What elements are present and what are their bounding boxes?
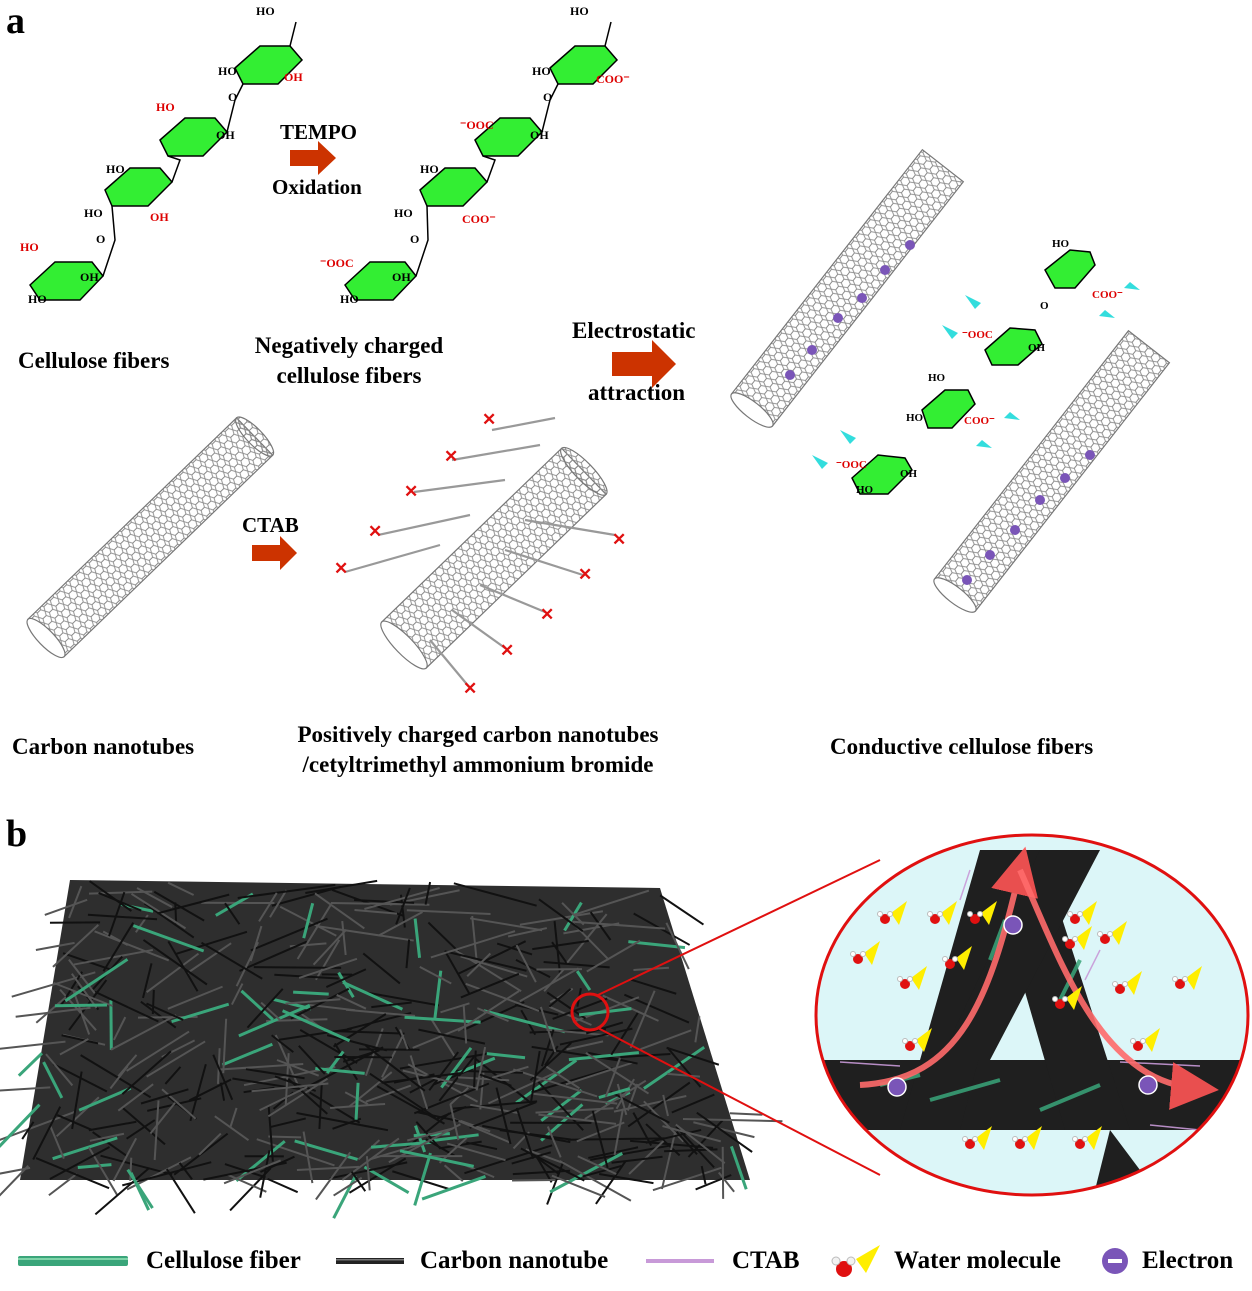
carbon-nanotube-swatch [336,1258,404,1264]
group-o: O [96,232,106,246]
group-ho: HO [218,64,237,78]
label-cellulose-fibers: Cellulose fibers [18,348,170,373]
group-ho: HO [28,292,47,306]
oxidized-chain [344,21,619,301]
label-negative-line1: Negatively charged [254,333,444,358]
svg-text:✕: ✕ [368,522,382,541]
svg-text:✕: ✕ [444,447,458,466]
group-o: O [228,90,238,104]
label-electrostatic: Electrostatic [572,318,696,343]
label-tempo: TEMPO [280,120,357,144]
svg-text:✕: ✕ [404,482,418,501]
group-o: O [410,232,420,246]
group-ooc: ⁻OOC [320,256,354,270]
cellulose-fiber-swatch [18,1256,128,1266]
group-coo: COO⁻ [1092,289,1123,301]
legend-item-cellulose: Cellulose fiber [18,1236,301,1286]
legend-item-ctab: CTAB [646,1236,800,1286]
label-negative-line2: cellulose fibers [276,363,422,388]
group-ho: HO [156,100,175,114]
group-ho: HO [928,372,946,384]
label-carbon-nanotubes: Carbon nanotubes [12,734,195,759]
zoom-view [814,833,1250,1197]
group-ooc: ⁻OOC [962,329,993,341]
legend-label: Carbon nanotube [420,1247,609,1274]
group-ho: HO [394,206,413,220]
glucose-ring [1044,249,1096,289]
water-molecule-icon [831,1245,880,1277]
zoom-source-circle [570,992,610,1032]
group-oh: OH [1028,342,1046,354]
group-coo: COO⁻ [964,415,995,427]
group-oh: OH [530,128,549,142]
group-ho: HO [570,4,589,18]
legend-item-cnt: Carbon nanotube [336,1236,608,1286]
legend-item-electron: Electron [1100,1236,1233,1286]
group-o: O [1040,300,1049,312]
glucose-ring [921,389,976,429]
group-ho: HO [106,162,125,176]
group-ooc: ⁻OOC [460,118,494,132]
plain-nanotube [26,416,275,659]
legend-item-water: Water molecule [826,1236,1061,1286]
svg-text:✕: ✕ [463,679,477,698]
panel-letter-b: b [6,813,28,855]
group-oh: OH [392,270,411,284]
group-oh: OH [80,270,99,284]
tempo-arrow [290,141,336,175]
label-positive-line1: Positively charged carbon nanotubes [297,722,659,747]
svg-text:✕: ✕ [578,565,592,584]
svg-text:✕: ✕ [500,641,514,660]
ctab-swatch [646,1259,714,1263]
group-oh: OH [216,128,235,142]
group-oh: OH [284,70,303,84]
label-ctab-arrow: CTAB [242,513,299,537]
group-ho: HO [420,162,439,176]
group-oh: OH [150,210,169,224]
group-ho: HO [856,484,874,496]
group-ho: HO [256,4,275,18]
ctab-nanotube: ✕ ✕ ✕ ✕ ✕ ✕ ✕ ✕ ✕ ✕ [334,410,626,698]
svg-text:✕: ✕ [540,605,554,624]
group-o: O [543,90,553,104]
label-conductive-fibers: Conductive cellulose fibers [830,734,1094,759]
group-coo: COO⁻ [462,212,496,226]
group-ho: HO [84,206,103,220]
glucose-ring [984,327,1043,366]
svg-text:✕: ✕ [482,410,496,429]
label-positive-line2: /cetyltrimethyl ammonium bromide [302,752,654,777]
legend-label: Cellulose fiber [146,1247,301,1274]
label-oxidation: Oxidation [272,175,362,199]
group-ho: HO [532,64,551,78]
group-ooc: ⁻OOC [836,459,867,471]
legend-label: CTAB [732,1247,800,1274]
legend: Cellulose fiber Carbon nanotube CTAB Wat… [0,1236,1252,1286]
svg-text:✕: ✕ [334,559,348,578]
legend-label: Electron [1142,1247,1234,1274]
label-attraction: attraction [588,380,686,405]
group-ho: HO [906,412,924,424]
fiber-network [0,879,783,1219]
svg-text:✕: ✕ [612,530,626,549]
electrostatic-arrow [612,340,676,388]
group-ho: HO [20,240,39,254]
group-coo: COO⁻ [596,72,630,86]
ctab-arrow-shape [252,536,297,570]
glucose-ring [851,454,913,495]
cellulose-chain [29,21,304,301]
panel-letter-a: a [6,0,25,42]
legend-label: Water molecule [894,1247,1061,1274]
group-ho: HO [340,292,359,306]
group-oh: OH [900,468,918,480]
electron-icon [1102,1248,1128,1274]
conductive-assembly [730,148,1171,613]
group-ho: HO [1052,238,1070,250]
